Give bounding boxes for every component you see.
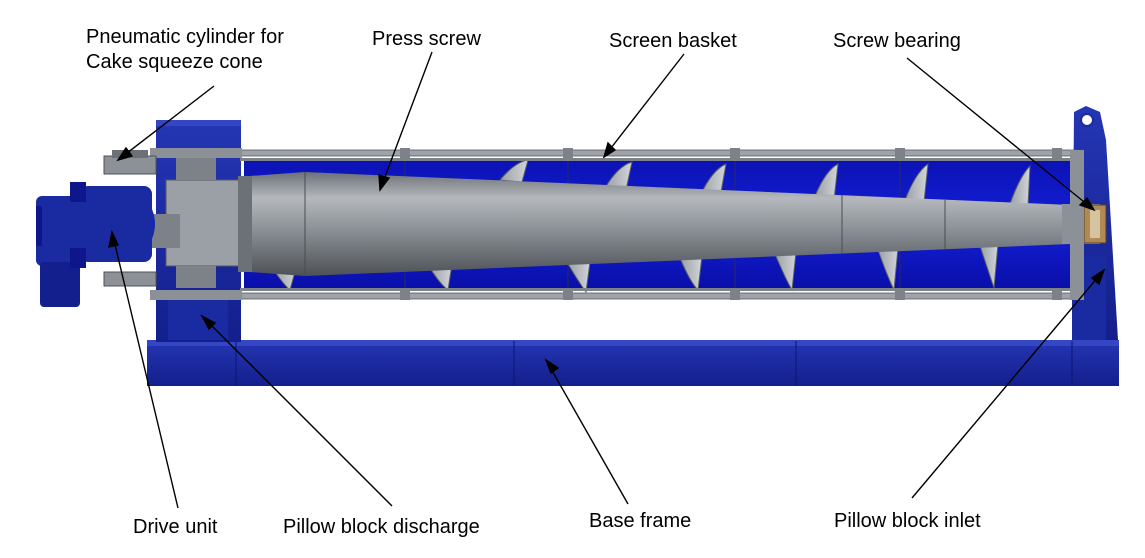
base-frame [147,340,1119,386]
drive-unit [36,182,155,307]
label-pillow-block-inlet: Pillow block inlet [834,510,981,532]
cake-squeeze-cone [150,148,252,300]
label-pillow-block-discharge: Pillow block discharge [283,516,480,538]
label-pneumatic-line1: Pneumatic cylinder for [86,26,284,48]
label-base-frame: Base frame [589,510,692,532]
screen-basket-rails [239,148,1084,300]
leader-lines [108,51,1106,509]
label-screw-bearing: Screw bearing [833,30,961,52]
label-press-screw: Press screw [372,28,481,50]
label-pneumatic-line2: Cake squeeze cone [86,51,263,73]
label-screen-basket: Screen basket [609,30,737,52]
label-drive-unit: Drive unit [133,516,218,538]
